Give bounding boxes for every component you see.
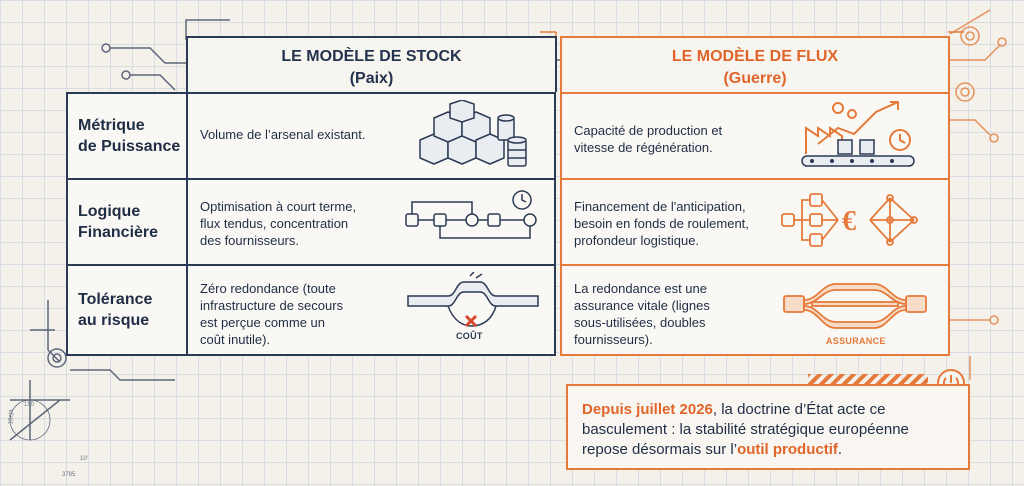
factory-growth-icon: [801, 101, 915, 167]
flux-model-subtitle: (Guerre): [723, 70, 787, 87]
stock-cell-power: Volume de l’arsenal existant.: [200, 127, 366, 142]
flux-model-title: LE MODÈLE DE FLUX: [671, 48, 839, 65]
inventory-boxes-icon: [419, 100, 527, 167]
row-divider: [560, 264, 950, 266]
flux-model-header: LE MODÈLE DE FLUX (Guerre): [560, 36, 950, 92]
doctrine-callout: Depuis juillet 2026, la doctrine d’État …: [566, 384, 970, 470]
row-divider: [560, 178, 950, 180]
stock-model-subtitle: (Paix): [349, 70, 394, 87]
stock-cell-finance: Optimisation à court terme,flux tendus, …: [200, 199, 357, 248]
broken-pipe-icon: COÛT: [407, 272, 539, 341]
redundant-pipes-icon: ASSURANCE: [783, 283, 927, 346]
just-in-time-flow-icon: [405, 190, 537, 239]
label-divider: [186, 92, 188, 356]
sketch-number: 3785: [62, 472, 76, 478]
callout-productive-tool: outil productif: [737, 441, 838, 458]
hazard-stripes: [808, 374, 928, 384]
stock-model-title: LE MODÈLE DE STOCK: [281, 48, 462, 65]
flux-table: [560, 92, 950, 356]
callout-date: Depuis juillet 2026: [582, 401, 713, 418]
cost-icon-label: COÛT: [456, 330, 483, 341]
euro-network-icon: €: [781, 193, 918, 247]
row-divider: [66, 264, 556, 266]
sketch-number: 10': [80, 456, 88, 462]
stock-model-header: LE MODÈLE DE STOCK (Paix): [186, 36, 557, 92]
euro-icon: €: [842, 206, 856, 237]
sketch-number: 10eja: [8, 409, 15, 425]
insurance-icon-label: ASSURANCE: [826, 336, 886, 346]
sketch-number: 150: [24, 402, 35, 408]
row-divider: [66, 178, 556, 180]
flux-cell-finance: Financement de l'anticipation,besoin en …: [574, 199, 749, 248]
